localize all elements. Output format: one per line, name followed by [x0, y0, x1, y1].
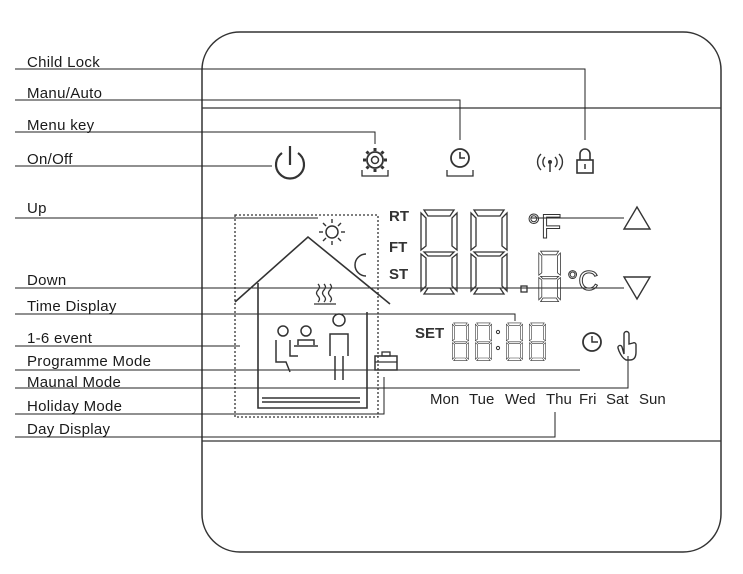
- set-label: SET: [415, 325, 444, 342]
- temperature-digits: [420, 209, 561, 302]
- clock-icon[interactable]: [446, 148, 474, 177]
- time-digits: [452, 322, 546, 361]
- fahrenheit-unit: °F: [527, 208, 561, 246]
- power-icon[interactable]: [274, 146, 306, 180]
- day-sun: Sun: [639, 391, 666, 408]
- label-time-display: Time Display: [27, 298, 117, 315]
- leader-lines: [15, 68, 629, 438]
- gear-icon[interactable]: [361, 148, 389, 177]
- suitcase-icon: [374, 351, 398, 371]
- label-event: 1-6 event: [27, 330, 93, 347]
- hand-icon: [617, 330, 637, 361]
- sun-icon: [319, 219, 345, 245]
- day-wed: Wed: [505, 391, 536, 408]
- house-outline: [234, 235, 391, 409]
- label-manu-auto: Manu/Auto: [27, 85, 102, 102]
- st-label: ST: [389, 266, 408, 283]
- programme-clock-icon: [582, 332, 602, 352]
- label-holiday-mode: Holiday Mode: [27, 398, 122, 415]
- label-programme-mode: Programme Mode: [27, 353, 151, 370]
- label-menu-key: Menu key: [27, 117, 95, 134]
- day-mon: Mon: [430, 391, 459, 408]
- device-outline: [201, 31, 722, 553]
- lock-icon[interactable]: [576, 148, 594, 174]
- moon-icon: [354, 253, 367, 277]
- celsius-unit: °C: [567, 265, 598, 296]
- label-down: Down: [27, 272, 67, 289]
- day-sat: Sat: [606, 391, 629, 408]
- lcd-left-frame: [234, 214, 379, 418]
- day-fri: Fri: [579, 391, 597, 408]
- ft-label: FT: [389, 239, 407, 256]
- day-thu: Thu: [546, 391, 572, 408]
- rt-label: RT: [389, 208, 409, 225]
- label-on-off: On/Off: [27, 151, 73, 168]
- people-icon: [275, 313, 349, 380]
- label-up: Up: [27, 200, 47, 217]
- wifi-icon: [536, 153, 564, 172]
- down-arrow-icon[interactable]: [622, 276, 652, 301]
- heat-icon: [314, 283, 336, 305]
- label-child-lock: Child Lock: [27, 54, 100, 71]
- up-arrow-icon[interactable]: [622, 205, 652, 230]
- label-day-display: Day Display: [27, 421, 111, 438]
- day-tue: Tue: [469, 391, 494, 408]
- label-manual-mode: Maunal Mode: [27, 374, 121, 391]
